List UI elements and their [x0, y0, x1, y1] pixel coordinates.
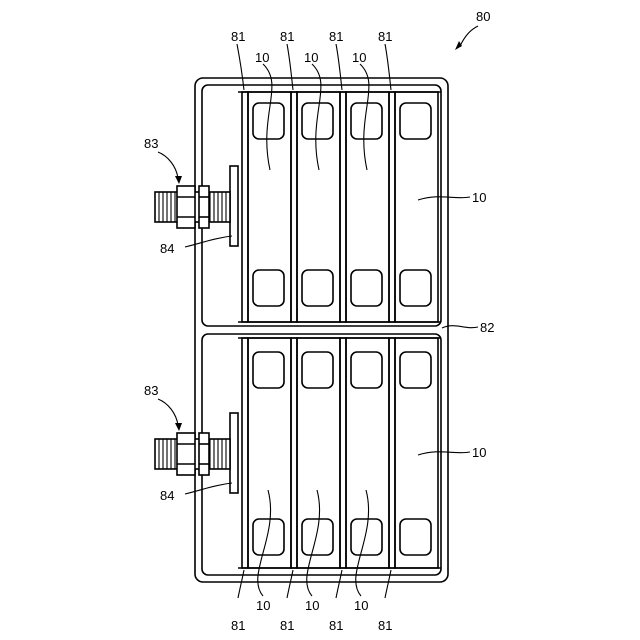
arrow-83-lower	[158, 399, 182, 431]
cell-upper-1	[242, 92, 291, 322]
label-83-lower: 83	[144, 383, 158, 398]
label-81-top-1: 81	[231, 29, 245, 44]
cell-terminal	[400, 352, 431, 388]
outer-case	[195, 78, 448, 582]
lower-cell-stack	[242, 338, 438, 568]
leader-lines	[185, 44, 478, 598]
label-81-bottom-1: 81	[231, 618, 245, 633]
upper-cell-stack	[242, 92, 438, 322]
cell-terminal	[253, 352, 284, 388]
terminal-plate-lower	[230, 413, 238, 493]
label-83-upper: 83	[144, 136, 158, 151]
terminal-bolt-upper	[155, 186, 230, 228]
label-10-top-3: 10	[352, 50, 366, 65]
cell-terminal	[400, 103, 431, 139]
label-10-bottom-2: 10	[305, 598, 319, 613]
label-81-bottom-4: 81	[378, 618, 392, 633]
label-80: 80	[476, 9, 490, 24]
terminal-plate-upper	[230, 166, 238, 246]
cell-upper-2	[291, 92, 340, 322]
cell-terminal	[302, 352, 333, 388]
cell-lower-1	[242, 338, 291, 568]
label-81-top-2: 81	[280, 29, 294, 44]
cell-upper-4	[389, 92, 438, 322]
cell-terminal	[302, 270, 333, 306]
cell-terminal	[400, 270, 431, 306]
label-82: 82	[480, 320, 494, 335]
label-10-top-2: 10	[304, 50, 318, 65]
arrow-83-upper	[158, 152, 182, 184]
cell-terminal	[351, 352, 382, 388]
cell-lower-3	[340, 338, 389, 568]
label-10-top-1: 10	[255, 50, 269, 65]
cell-lower-4	[389, 338, 438, 568]
arrow-80	[455, 26, 478, 50]
label-10-right-lower: 10	[472, 445, 486, 460]
cell-terminal	[351, 519, 382, 555]
cell-terminal	[302, 519, 333, 555]
label-84-lower: 84	[160, 488, 174, 503]
label-81-top-3: 81	[329, 29, 343, 44]
terminal-bolt-lower	[155, 433, 230, 475]
label-81-bottom-3: 81	[329, 618, 343, 633]
label-10-right-upper: 10	[472, 190, 486, 205]
label-81-bottom-2: 81	[280, 618, 294, 633]
label-10-bottom-3: 10	[354, 598, 368, 613]
cell-lower-2	[291, 338, 340, 568]
cell-terminal	[400, 519, 431, 555]
label-84-upper: 84	[160, 241, 174, 256]
cell-terminal	[351, 270, 382, 306]
label-81-top-4: 81	[378, 29, 392, 44]
cell-terminal	[253, 270, 284, 306]
label-10-bottom-1: 10	[256, 598, 270, 613]
cell-terminal	[253, 519, 284, 555]
